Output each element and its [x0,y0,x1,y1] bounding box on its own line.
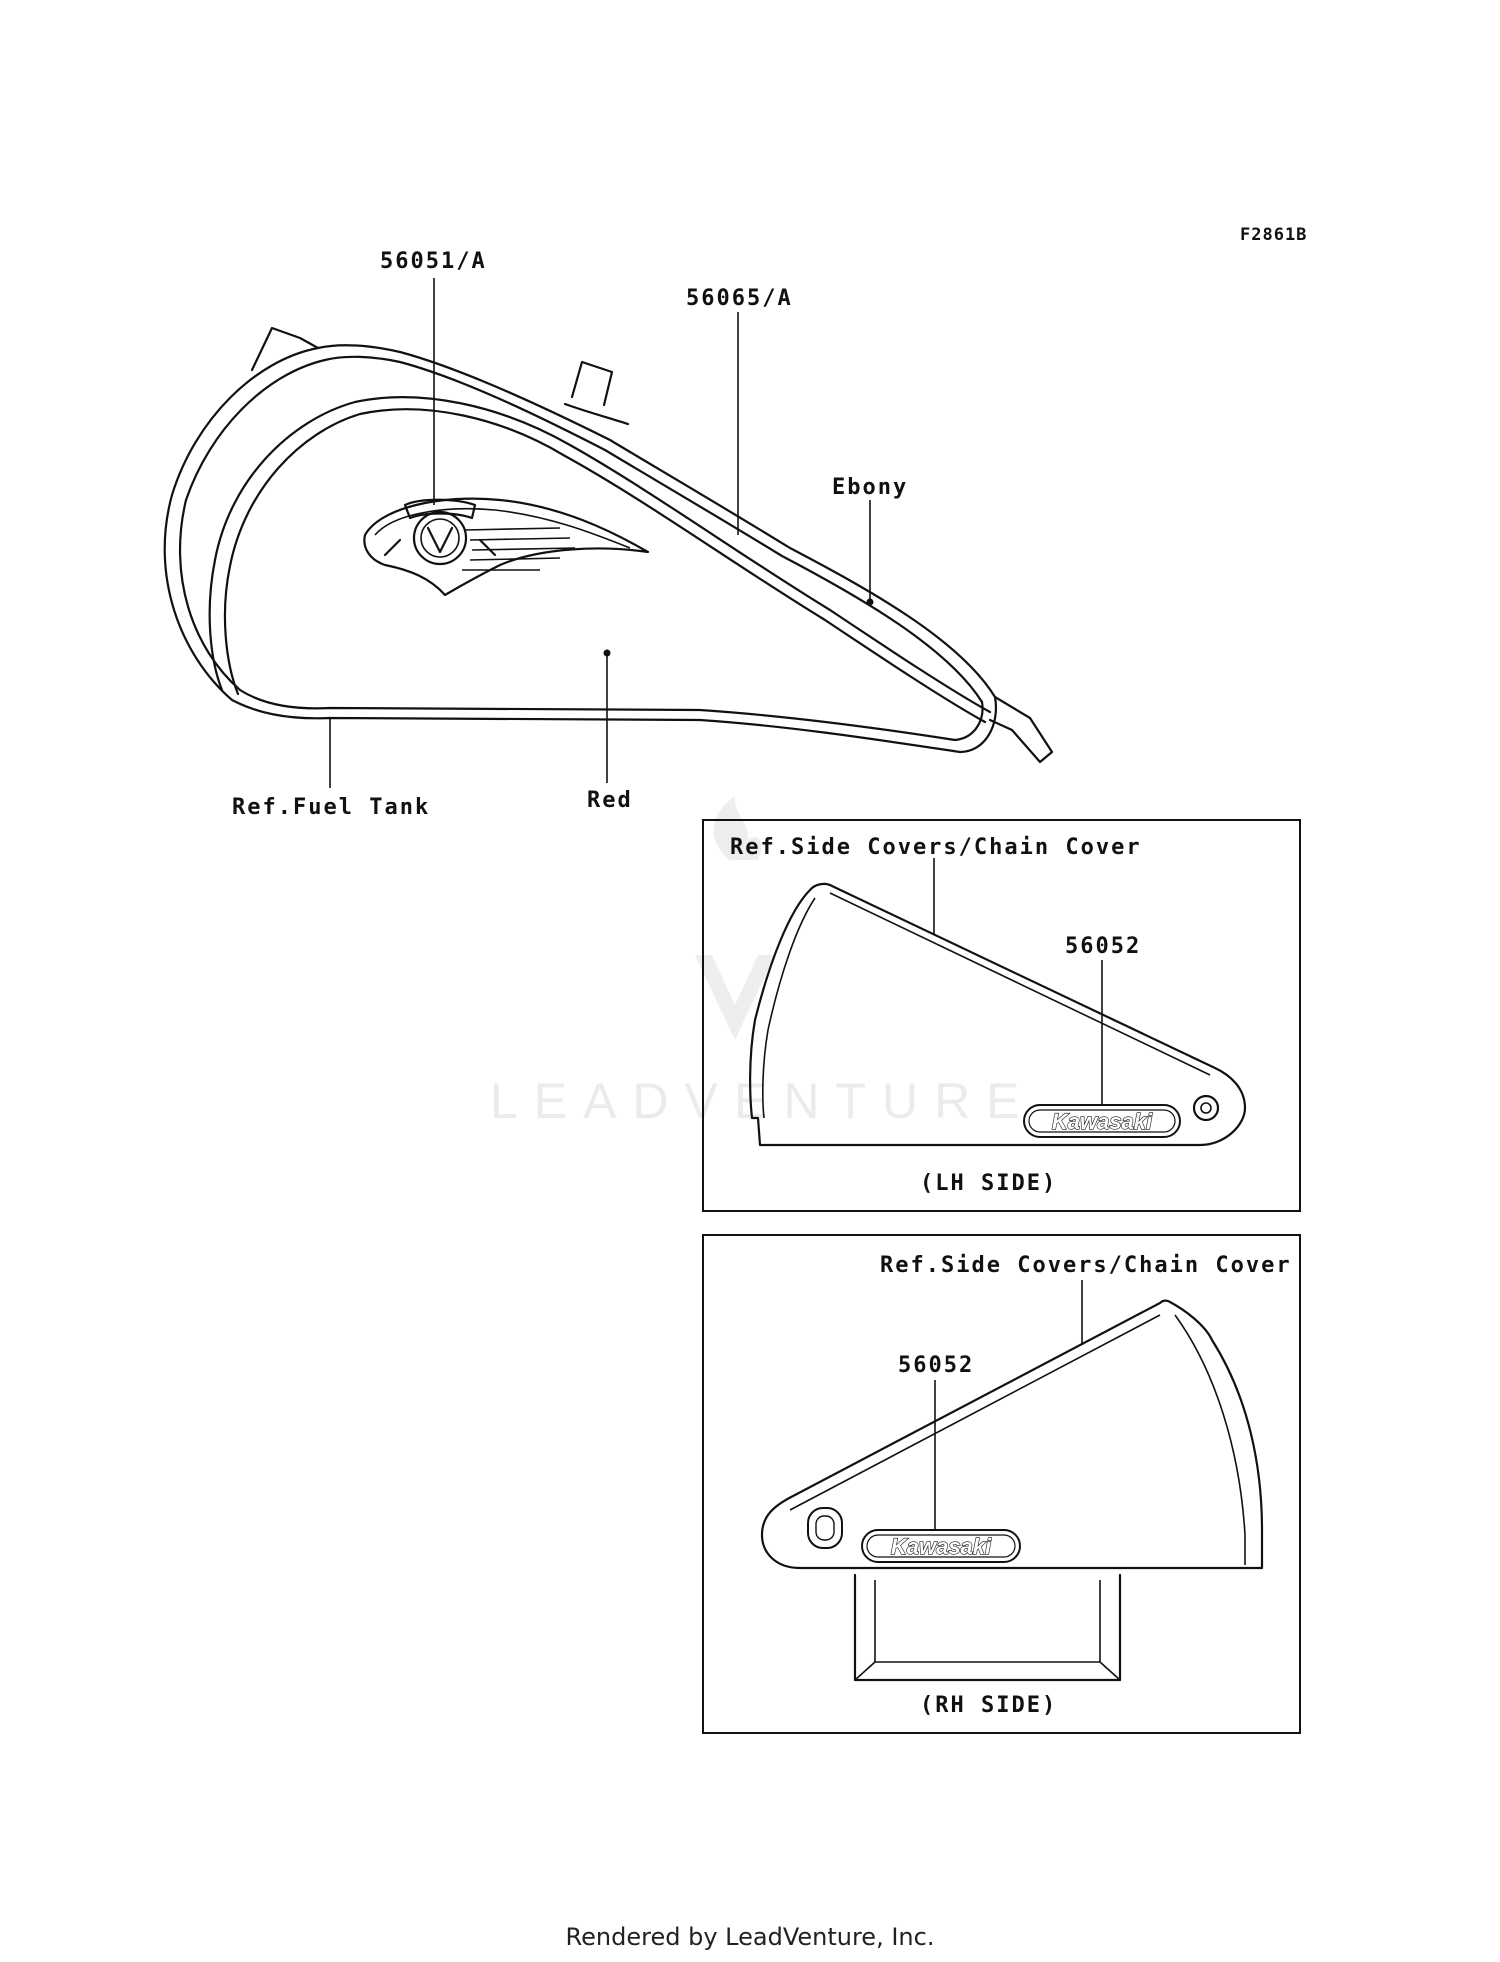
leadventure-logo-icon [695,795,775,1040]
callout-red: Red [587,788,633,813]
callout-56051: 56051/A [380,249,487,274]
watermark-group: LEADVENTURE [490,795,1036,1129]
callout-rh-side: (RH SIDE) [920,1693,1057,1718]
callout-lh-56052: 56052 [1065,934,1141,959]
footer-credit: Rendered by LeadVenture, Inc. [566,1923,935,1951]
callout-56065: 56065/A [686,286,793,311]
lh-side-panel: Kawasaki Ref.Side Covers/Chain Cover 560… [702,819,1301,1212]
rh-kawasaki-badge-icon: Kawasaki [861,1529,1021,1563]
vulcan-emblem-icon [363,497,650,597]
callout-ebony: Ebony [832,475,908,500]
callout-lh-side: (LH SIDE) [920,1171,1057,1196]
callout-lh-ref: Ref.Side Covers/Chain Cover [730,835,1142,860]
callout-rh-56052: 56052 [898,1353,974,1378]
rh-side-panel: Kawasaki Ref.Side Covers/Chain Cover 560… [702,1234,1301,1734]
rh-badge-text: Kawasaki [891,1534,992,1559]
lh-kawasaki-badge-icon: Kawasaki [1023,1104,1181,1138]
figure-code: F2861B [1240,225,1307,245]
lh-badge-text: Kawasaki [1052,1109,1153,1134]
callout-rh-ref: Ref.Side Covers/Chain Cover [880,1253,1292,1278]
watermark-text: LEADVENTURE [490,1073,1036,1129]
callout-fuel-tank: Ref.Fuel Tank [232,795,430,820]
fuel-tank-drawing [163,326,1054,764]
